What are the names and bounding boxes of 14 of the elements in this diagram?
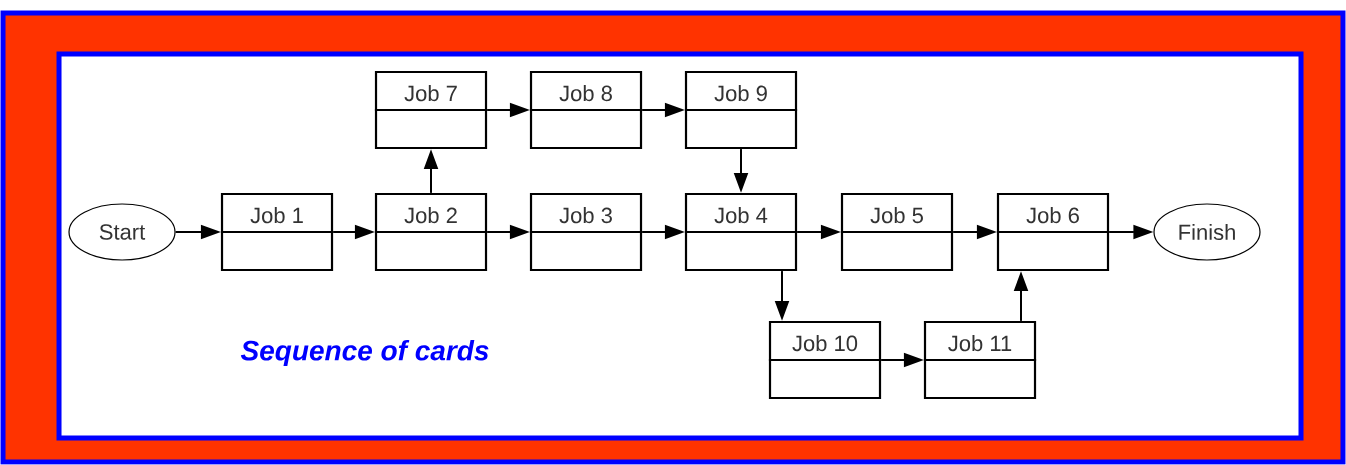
job-card: Job 4 [683,192,799,272]
job-card: Job 5 [839,192,955,272]
job-card: Job 1 [219,192,335,272]
job-card: Job 10 [767,320,883,400]
job-card: Job 11 [922,320,1038,400]
job-card: Job 2 [373,192,489,272]
job-card: Job 7 [373,70,489,150]
job-card: Job 3 [528,192,644,272]
job-card: Job 9 [683,70,799,150]
job-card: Job 8 [528,70,644,150]
terminal-oval: Start [68,203,176,261]
terminal-oval: Finish [1153,203,1261,261]
diagram-caption: Sequence of cards [240,339,489,367]
job-card: Job 6 [995,192,1111,272]
